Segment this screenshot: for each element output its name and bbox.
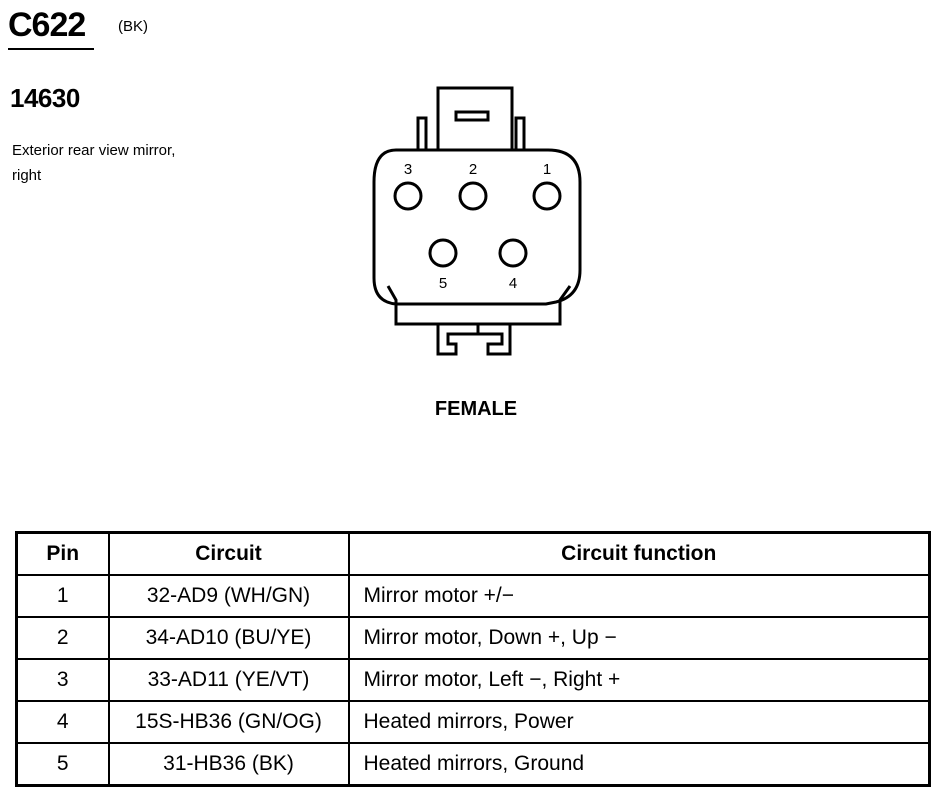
cavity-label-3: 3 xyxy=(404,161,412,178)
table-row: 2 34-AD10 (BU/YE) Mirror motor, Down +, … xyxy=(15,616,931,660)
latch-post-right xyxy=(514,116,526,150)
circuit-code: 33-AD11 (YE/VT) xyxy=(107,658,350,702)
circuit-function: Mirror motor, Left −, Right + xyxy=(347,658,931,702)
circuit-function: Heated mirrors, Power xyxy=(347,700,931,744)
header-circuit-function: Circuit function xyxy=(347,531,931,576)
connector-gender-label: FEMALE xyxy=(434,398,518,420)
pin-number: 4 xyxy=(15,700,110,744)
pin-table: Pin Circuit Circuit function 1 32-AD9 (W… xyxy=(15,531,931,787)
cavity-3 xyxy=(393,181,423,211)
cavity-label-2: 2 xyxy=(469,161,477,178)
cavity-label-5: 5 xyxy=(439,275,447,292)
circuit-function: Mirror motor +/− xyxy=(347,574,931,618)
circuit-code: 15S-HB36 (GN/OG) xyxy=(107,700,350,744)
bottom-key-right xyxy=(478,324,512,356)
color-code: (BK) xyxy=(118,18,148,35)
tab-slot xyxy=(454,110,490,122)
part-number: 14630 xyxy=(10,83,80,113)
table-row: 1 32-AD9 (WH/GN) Mirror motor +/− xyxy=(15,574,931,618)
table-header-row: Pin Circuit Circuit function xyxy=(15,531,931,576)
cavity-label-4: 4 xyxy=(509,275,517,292)
latch-post-left xyxy=(416,116,428,150)
cavity-4 xyxy=(498,238,528,268)
bottom-key-left xyxy=(436,324,480,356)
connector-id-underline xyxy=(8,48,94,50)
cavity-label-1: 1 xyxy=(543,161,551,178)
circuit-function: Mirror motor, Down +, Up − xyxy=(347,616,931,660)
circuit-code: 31-HB36 (BK) xyxy=(107,742,350,787)
header-circuit: Circuit xyxy=(107,531,350,576)
component-description: Exterior rear view mirror, right xyxy=(12,142,176,184)
table-row: 5 31-HB36 (BK) Heated mirrors, Ground xyxy=(15,742,931,787)
connector-face-diagram: 3 2 1 5 4 xyxy=(372,86,582,356)
locking-tab xyxy=(436,86,514,150)
cavity-5 xyxy=(428,238,458,268)
pin-number: 2 xyxy=(15,616,110,660)
pin-number: 5 xyxy=(15,742,110,787)
cavity-2 xyxy=(458,181,488,211)
header-pin: Pin xyxy=(15,531,110,576)
pin-number: 3 xyxy=(15,658,110,702)
circuit-function: Heated mirrors, Ground xyxy=(347,742,931,787)
pin-number: 1 xyxy=(15,574,110,618)
circuit-code: 32-AD9 (WH/GN) xyxy=(107,574,350,618)
cavity-1 xyxy=(532,181,562,211)
table-row: 3 33-AD11 (YE/VT) Mirror motor, Left −, … xyxy=(15,658,931,702)
circuit-code: 34-AD10 (BU/YE) xyxy=(107,616,350,660)
connector-id: C622 xyxy=(8,6,86,44)
connector-body xyxy=(372,148,582,306)
table-row: 4 15S-HB36 (GN/OG) Heated mirrors, Power xyxy=(15,700,931,744)
